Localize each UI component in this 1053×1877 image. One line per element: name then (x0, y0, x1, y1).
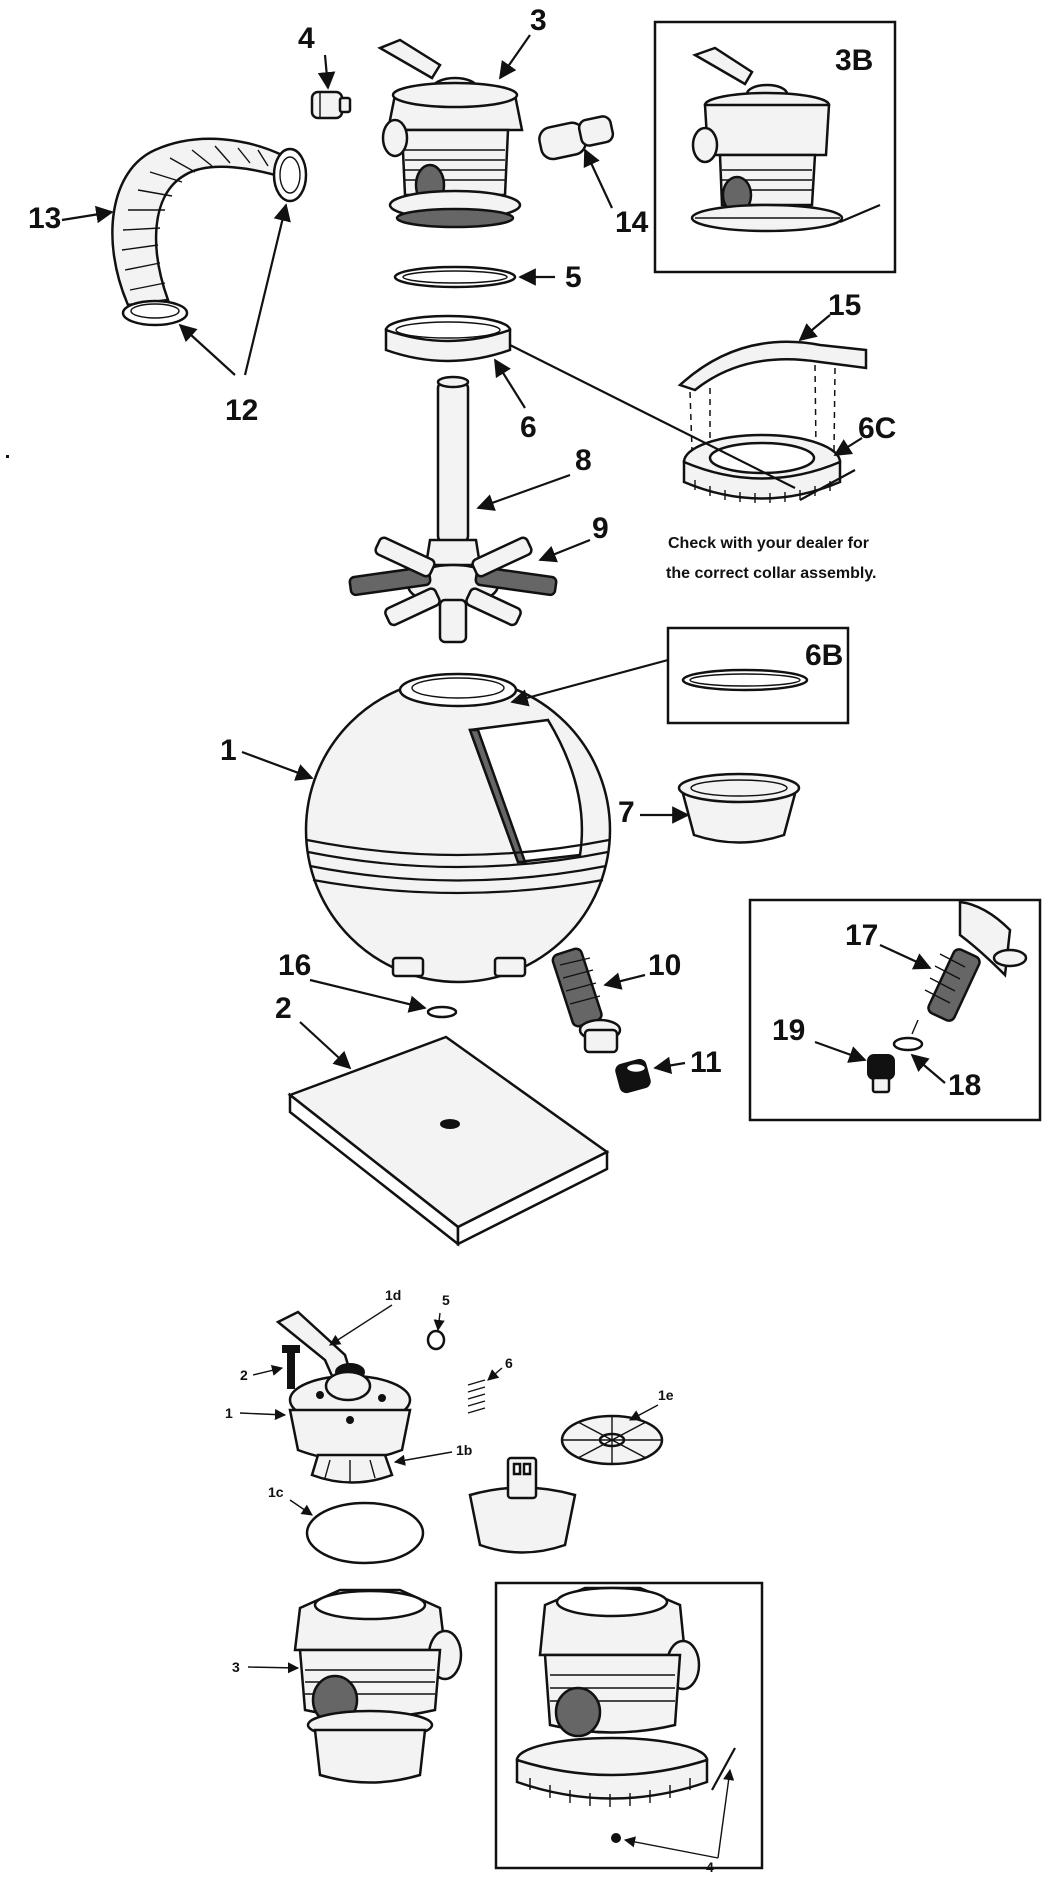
callout-10: 10 (648, 949, 681, 982)
filter-tank-part-1 (304, 672, 612, 984)
o-ring-part-6b (681, 668, 809, 692)
callout-3: 3 (530, 4, 547, 37)
callout-9: 9 (592, 512, 609, 545)
inset-box-6b (666, 626, 850, 725)
callout-4: 4 (298, 22, 315, 55)
callout-17: 17 (845, 919, 878, 952)
callout-valve-4: 4 (706, 1859, 714, 1875)
lateral-assembly-part-9 (348, 536, 558, 644)
o-ring-part-18 (892, 1036, 924, 1052)
valve-variant-3b (690, 46, 881, 233)
callout-12: 12 (225, 394, 258, 427)
callout-18: 18 (948, 1069, 981, 1102)
o-ring-part-5 (393, 265, 517, 289)
callout-valve-6: 6 (505, 1355, 513, 1371)
leader-lines-valve (239, 1304, 735, 1859)
hose-clamp-top (272, 147, 308, 203)
callout-valve-1c: 1c (268, 1484, 284, 1500)
collar-tool-part-15 (677, 340, 868, 453)
callout-14: 14 (615, 206, 649, 239)
callout-6b: 6B (805, 639, 843, 672)
callout-5: 5 (565, 261, 582, 294)
drain-cap-part-19 (867, 1054, 895, 1094)
collar-note-line1: Check with your dealer for (668, 535, 869, 552)
callout-8: 8 (575, 444, 592, 477)
callout-6c: 6C (858, 412, 896, 445)
inset-box-17-19 (748, 898, 1042, 1122)
callout-valve-3: 3 (232, 1659, 240, 1675)
callout-valve-1e: 1e (658, 1387, 674, 1403)
screw-part-2 (282, 1345, 300, 1389)
callout-1: 1 (220, 734, 237, 767)
base-plate-part-2 (287, 1035, 610, 1247)
callout-valve-5: 5 (442, 1292, 450, 1308)
callout-valve-1d: 1d (385, 1287, 401, 1303)
valve-body-variant (515, 1586, 736, 1843)
drain-cap-part-11 (615, 1058, 651, 1094)
diffuser-part-1e (560, 1414, 664, 1466)
callout-11: 11 (690, 1046, 722, 1079)
valve-body-insert (468, 1456, 577, 1554)
adapter-part-14 (538, 115, 615, 161)
inset-box-3b (653, 20, 897, 274)
hose-clamp-bottom (121, 299, 189, 327)
o-ring-part-16 (426, 1005, 458, 1019)
callout-valve-2: 2 (240, 1367, 248, 1383)
o-ring-part-5-valve (426, 1329, 446, 1351)
drain-assembly-part-17 (924, 900, 1028, 1022)
gasket-part-1c (305, 1501, 425, 1565)
valve-body-part-3 (293, 1588, 463, 1784)
collar-ring-part-6c (682, 433, 856, 503)
callout-19: 19 (772, 1014, 805, 1047)
valve-cover-part-1 (288, 1370, 412, 1462)
multiport-valve-part-3 (377, 38, 524, 229)
collar-clamp-part-6 (384, 314, 512, 363)
callout-valve-1: 1 (225, 1405, 233, 1421)
hose-part-13 (111, 137, 295, 307)
drain-fitting-part-10 (551, 947, 622, 1054)
callout-15: 15 (828, 289, 861, 322)
inset-box-valve-variant (494, 1581, 764, 1870)
callout-16: 16 (278, 949, 311, 982)
callout-13: 13 (28, 202, 61, 235)
callout-7: 7 (618, 796, 635, 829)
drain-plug-part-4 (310, 90, 352, 120)
callout-6: 6 (520, 411, 537, 444)
rotor-part-1b (310, 1453, 394, 1484)
callout-3b: 3B (835, 44, 873, 77)
leader-lines-top (61, 34, 946, 1084)
callout-2: 2 (275, 992, 292, 1025)
spring-part-6 (467, 1379, 486, 1414)
stray-dot (6, 455, 9, 458)
standpipe-part-8 (424, 375, 482, 567)
collar-note-line2: the correct collar assembly. (666, 565, 876, 582)
strainer-basket-part-7 (677, 772, 801, 844)
callout-valve-1b: 1b (456, 1442, 472, 1458)
